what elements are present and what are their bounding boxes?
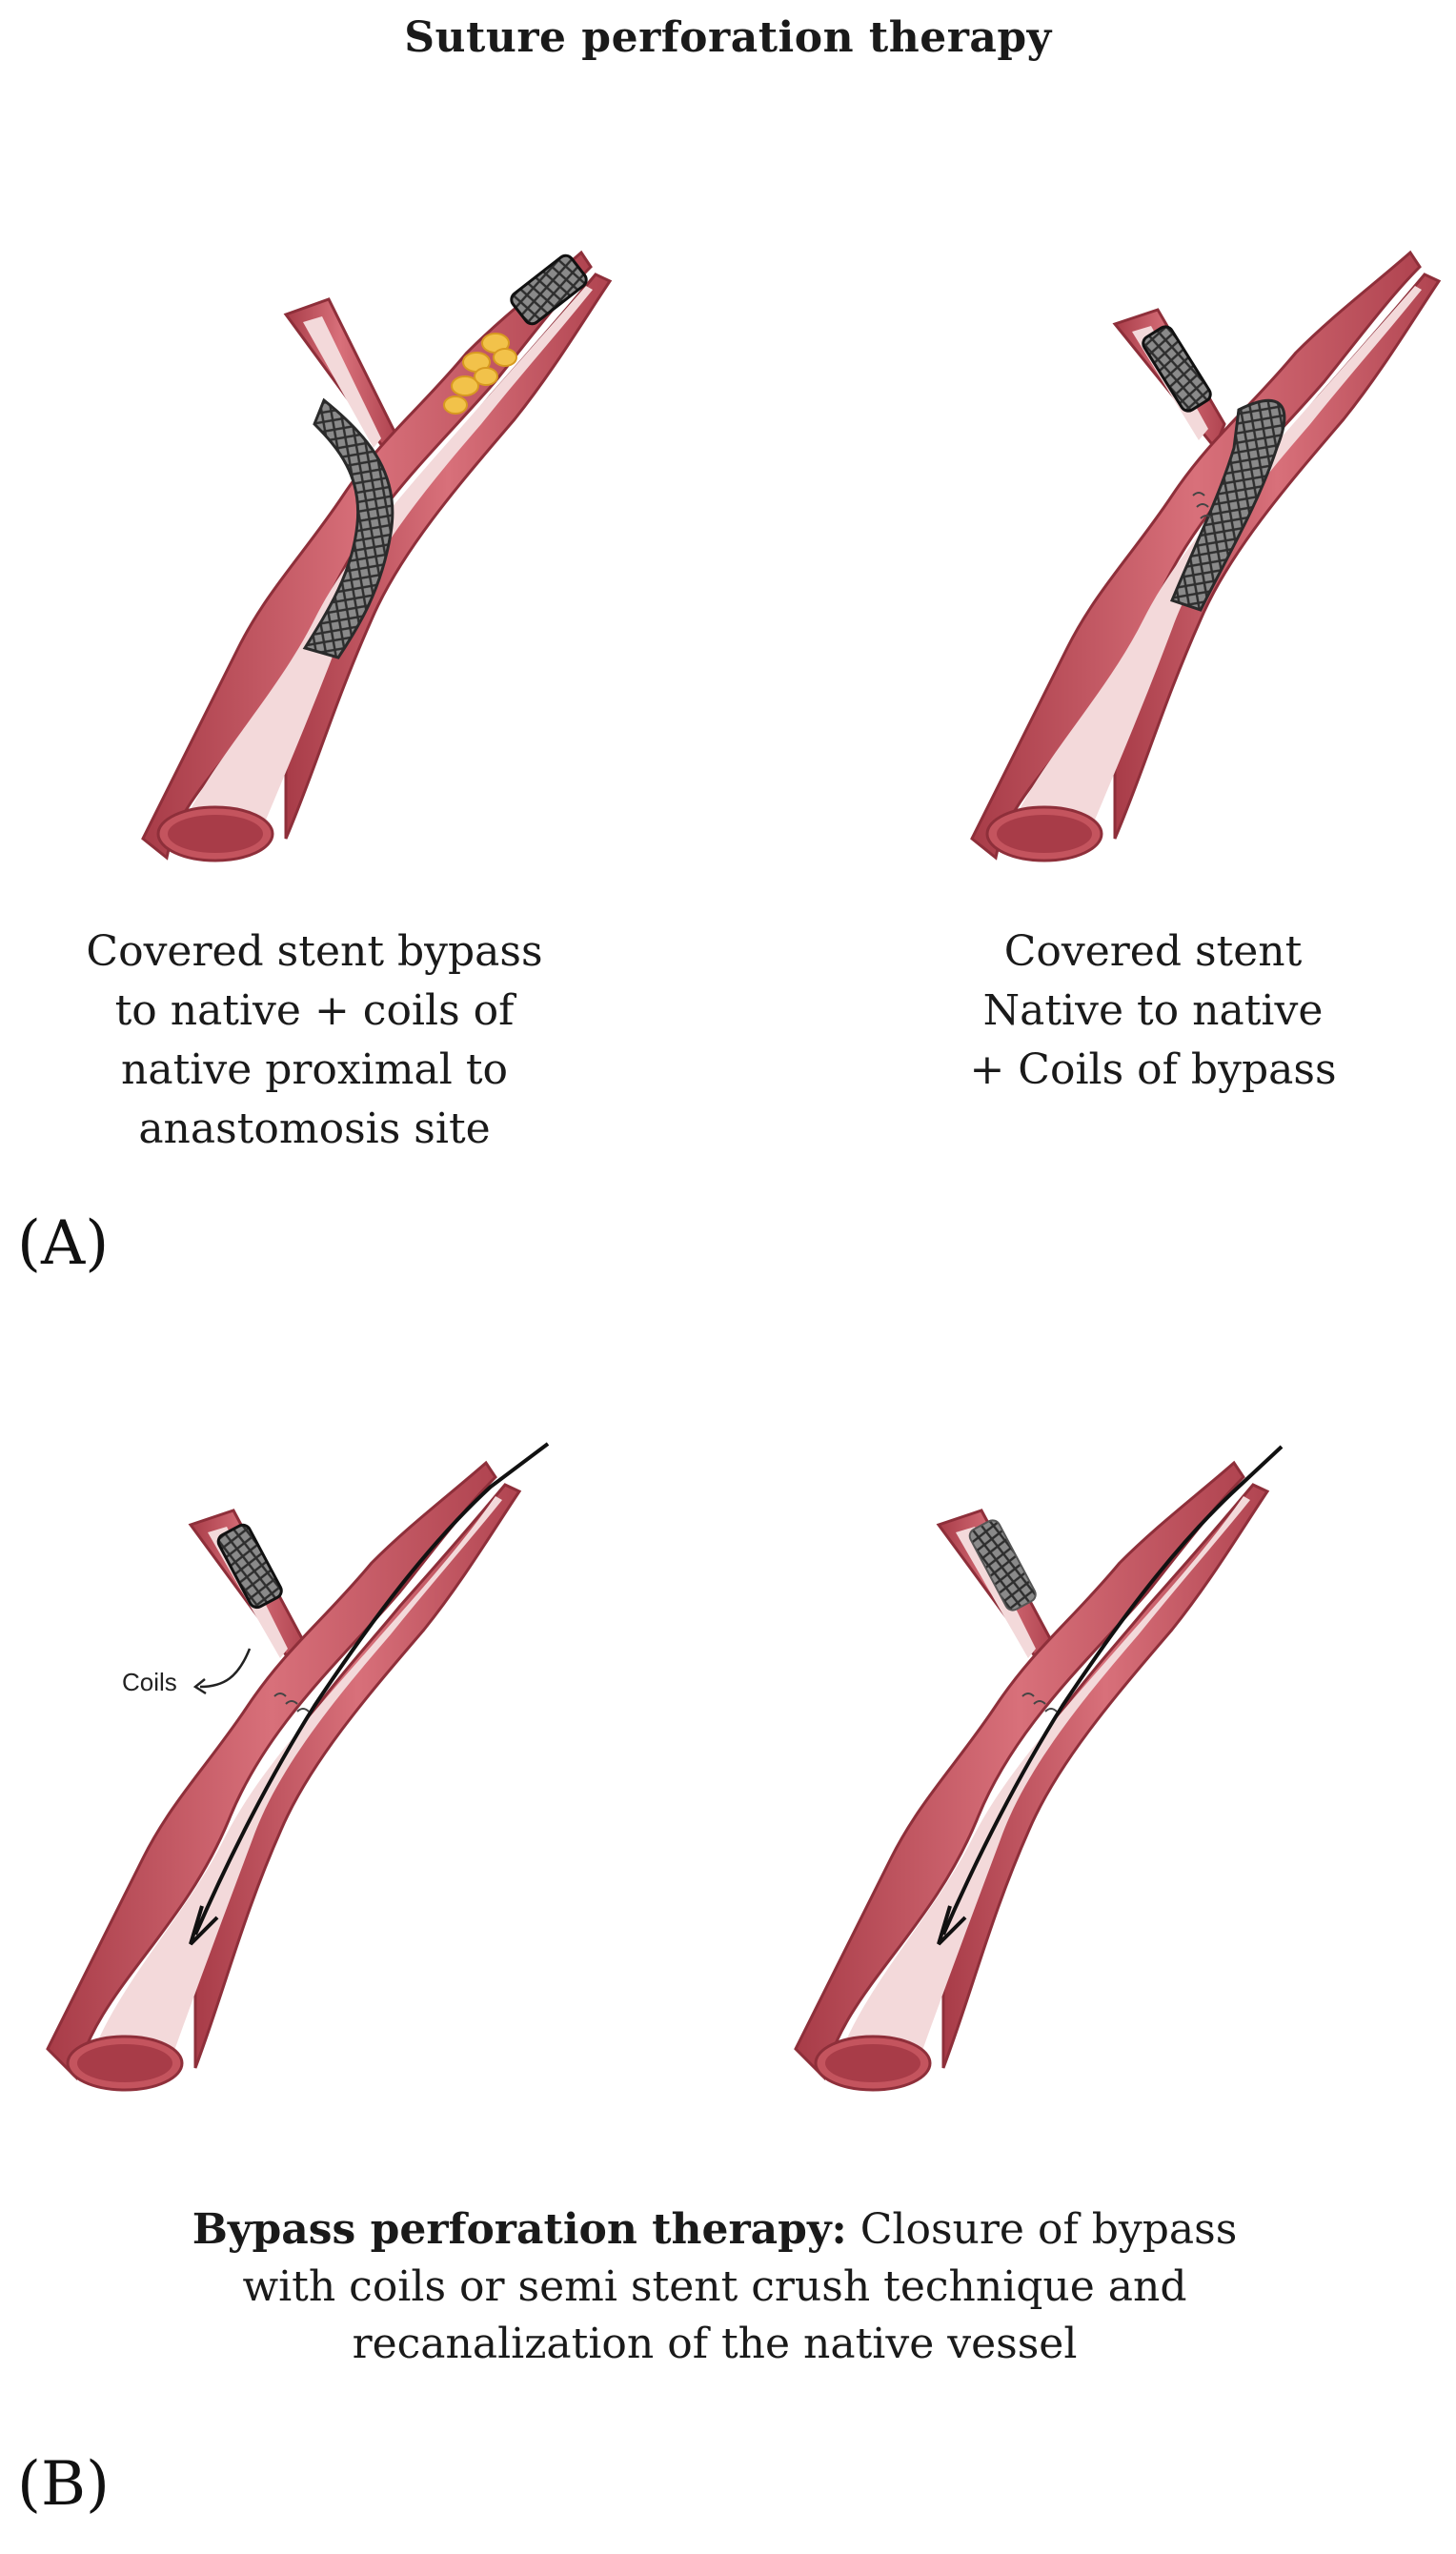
caption-b: Bypass perforation therapy: Closure of b… — [38, 2201, 1391, 2373]
caption-a-left: Covered stent bypass to native + coils o… — [19, 922, 610, 1159]
caption-line: Covered stent — [1003, 927, 1303, 976]
vessel-b-right — [794, 1445, 1284, 2092]
caption-line: anastomosis site — [138, 1105, 491, 1153]
vessel-b-left — [46, 1442, 550, 2092]
panel-label-b: (B) — [17, 2449, 110, 2520]
vessel-a-right — [970, 250, 1442, 862]
caption-b-rest: Closure of bypass — [846, 2205, 1238, 2254]
caption-line: Covered stent bypass — [86, 927, 543, 976]
caption-b-line-3: recanalization of the native vessel — [352, 2320, 1078, 2368]
caption-b-line-2: with coils or semi stent crush technique… — [242, 2262, 1187, 2311]
caption-line: native proximal to — [121, 1045, 508, 1094]
figure-title: Suture perforation therapy — [404, 13, 1052, 62]
caption-line: Native to native — [982, 986, 1324, 1035]
caption-a-right: Covered stent Native to native + Coils o… — [858, 922, 1448, 1100]
caption-line: to native + coils of — [114, 986, 515, 1035]
vessel-a-left — [141, 250, 613, 862]
caption-b-line-1: Bypass perforation therapy: Closure of b… — [38, 2201, 1391, 2259]
panel-label-a: (A) — [17, 1208, 110, 1279]
caption-b-bold: Bypass perforation therapy: — [192, 2205, 847, 2254]
caption-line: + Coils of bypass — [969, 1045, 1337, 1094]
coils-label: Coils — [122, 1668, 177, 1696]
